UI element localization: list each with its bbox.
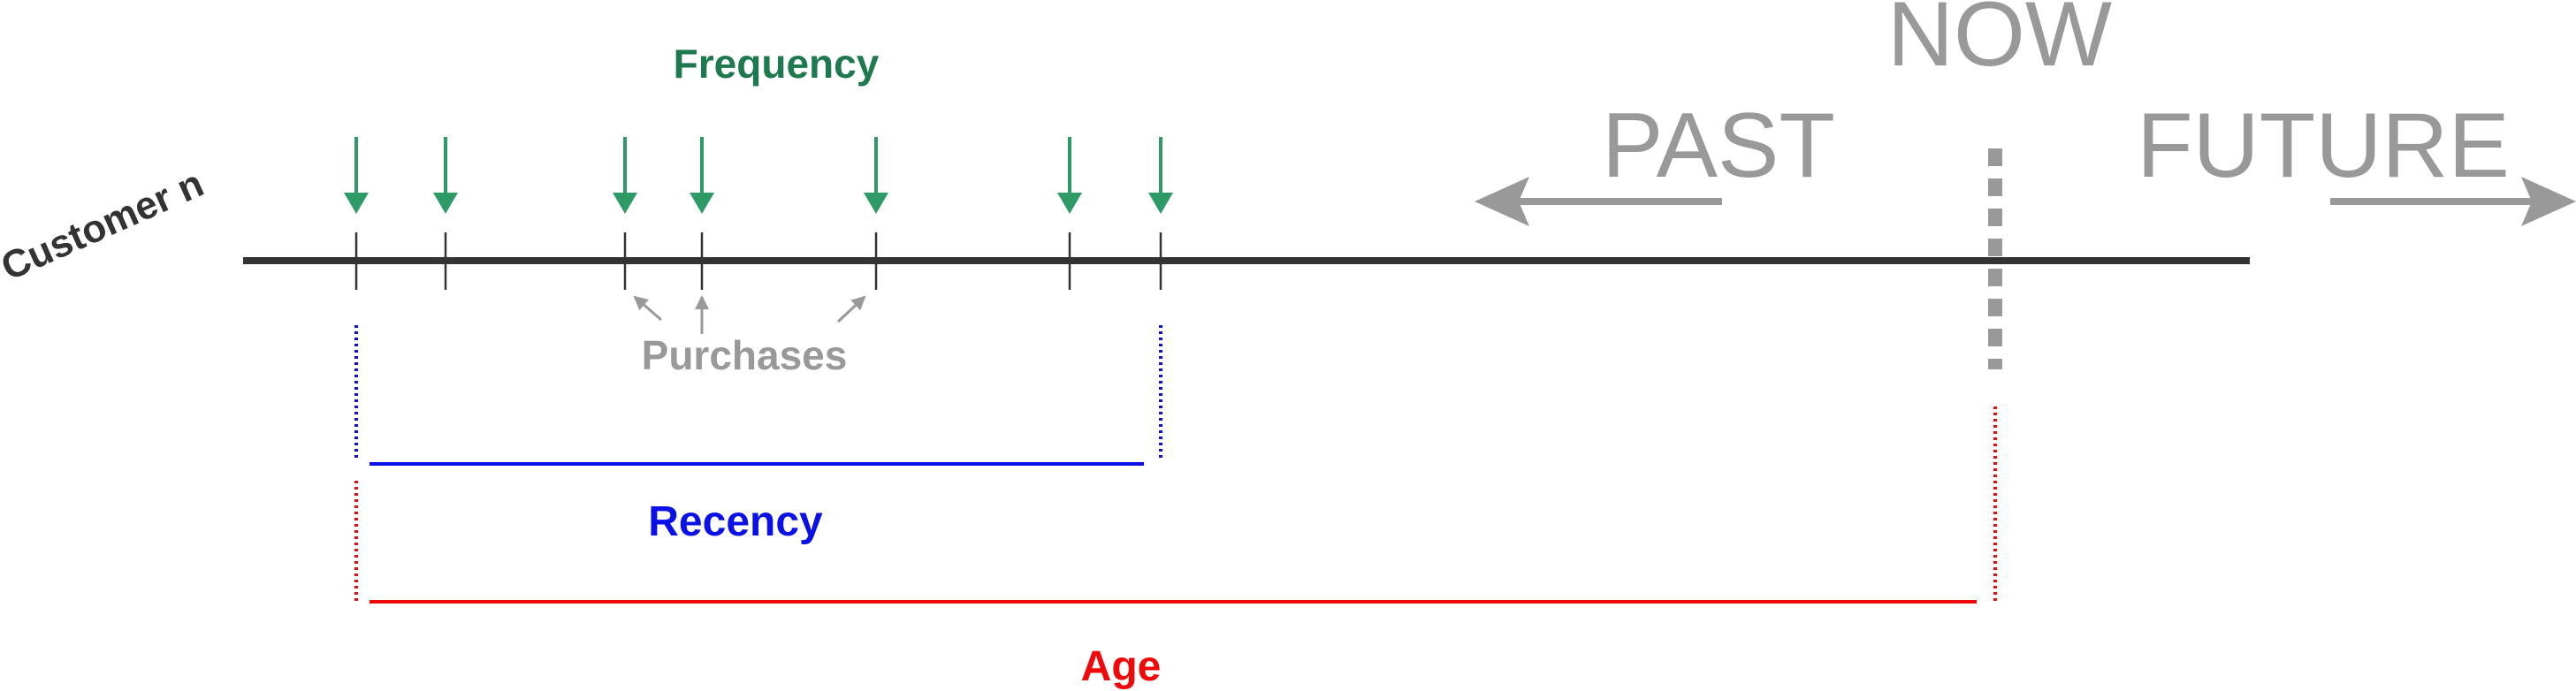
frequency-label: Frequency [674, 41, 880, 87]
purchase-event [433, 137, 458, 290]
purchase-event [864, 137, 888, 290]
purchase-pointer-arrow-icon [633, 295, 662, 322]
frequency-arrowhead [690, 193, 714, 214]
future-arrow-icon [2330, 177, 2576, 226]
purchase-events [344, 137, 1173, 290]
purchase-event [1148, 137, 1173, 290]
purchase-event [1057, 137, 1082, 290]
purchase-event [613, 137, 637, 290]
purchase-event [690, 137, 714, 290]
purchase-pointer-arrow-icon [836, 295, 866, 323]
past-label: PAST [1602, 95, 1835, 197]
frequency-arrowhead [1057, 193, 1082, 214]
purchases-label: Purchases [642, 332, 848, 378]
frequency-arrowhead [1148, 193, 1173, 214]
frequency-arrowhead [433, 193, 458, 214]
recency-label: Recency [648, 498, 823, 545]
purchase-event [344, 137, 369, 290]
frequency-arrowhead [613, 193, 637, 214]
past-arrow-icon [1475, 177, 1722, 226]
age-label: Age [1081, 643, 1162, 690]
frequency-arrowhead [864, 193, 888, 214]
recency-bracket [354, 325, 1162, 466]
purchases-pointers [633, 295, 866, 334]
frequency-arrowhead [344, 193, 369, 214]
future-label: FUTURE [2137, 95, 2510, 197]
now-label: NOW [1887, 0, 2112, 86]
customer-label: Customer n [0, 162, 210, 289]
age-bracket [354, 406, 1997, 604]
